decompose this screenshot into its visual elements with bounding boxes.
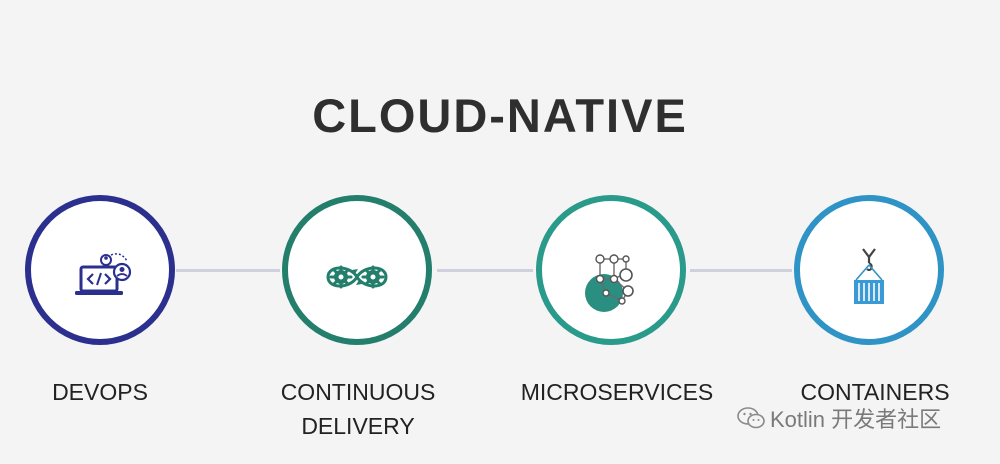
connector-microservices-containers (690, 269, 792, 272)
connector-delivery-microservices (437, 269, 533, 272)
node-microservices-label: MICROSERVICES (497, 375, 737, 409)
diagram-title: CLOUD-NATIVE (312, 89, 688, 142)
node-devops-circle (25, 195, 175, 345)
watermark-text: Kotlin 开发者社区 (770, 407, 942, 432)
watermark: Kotlin 开发者社区 (736, 402, 941, 434)
node-microservices-label-line-1: MICROSERVICES (520, 379, 714, 405)
node-containers-circle (794, 195, 944, 345)
infinity-gears-icon (289, 202, 425, 338)
node-continuous-delivery-label-line-2: DELIVERY (301, 413, 415, 439)
node-continuous-delivery-circle (282, 195, 432, 345)
laptop-code-users-icon (32, 202, 168, 338)
connected-nodes-icon (543, 202, 679, 338)
connector-devops-delivery (176, 269, 280, 272)
node-devops-label-line-1: DEVOPS (52, 379, 148, 405)
node-devops-label: DEVOPS (0, 375, 220, 409)
node-continuous-delivery-label-line-1: CONTINUOUS (280, 379, 436, 405)
node-microservices-circle (536, 195, 686, 345)
node-containers-label: CONTAINERS (755, 375, 995, 409)
node-containers-label-line-1: CONTAINERS (800, 379, 950, 405)
crane-container-icon (801, 202, 937, 338)
node-continuous-delivery-label: CONTINUOUS DELIVERY (238, 375, 478, 443)
wechat-icon (737, 407, 765, 429)
